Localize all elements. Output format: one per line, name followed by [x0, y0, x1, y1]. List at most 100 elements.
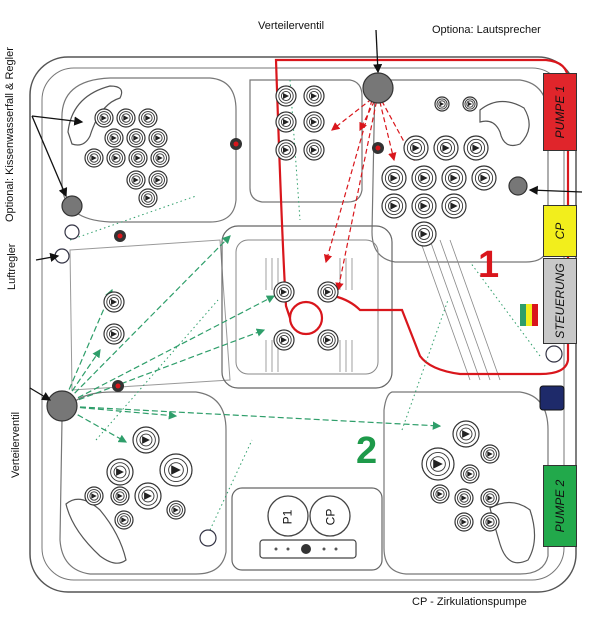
jet-icon — [441, 193, 467, 219]
jet-icon — [381, 193, 407, 219]
pumpe2-box: PUMPE 2 — [543, 465, 577, 547]
jet-icon — [471, 165, 497, 191]
jet-icon — [441, 165, 467, 191]
pillow-bottom-right — [489, 501, 536, 564]
jet-icon — [463, 135, 489, 161]
jet-icon — [94, 108, 114, 128]
tray-dots — [274, 547, 338, 551]
red-circuit-loop — [288, 300, 324, 336]
seat-outline-top-left — [61, 77, 237, 223]
seat-outline-bottom-left — [59, 391, 227, 575]
jet-icon — [106, 458, 134, 486]
jet-icon — [480, 488, 500, 508]
jet-icon — [411, 193, 437, 219]
jet-icon — [106, 148, 126, 168]
verteilerventil-left-label: Verteilerventil — [10, 411, 22, 478]
footwell-inner — [235, 239, 379, 375]
topside-control-icon — [539, 385, 565, 411]
jet-icon — [454, 512, 474, 532]
jet-icon — [84, 148, 104, 168]
jet-icon — [134, 482, 162, 510]
jet-icon — [381, 165, 407, 191]
circuit-2-number: 2 — [356, 430, 378, 472]
verteilerventil-left-valve — [46, 390, 78, 422]
jet-icon — [126, 128, 146, 148]
jet-icon — [275, 111, 297, 133]
drain-knob — [301, 544, 311, 554]
p1-label: P1 — [280, 509, 295, 525]
jet-icon — [159, 453, 193, 487]
pointer-arrows — [29, 29, 583, 401]
green-flow-arrows — [61, 235, 442, 443]
circuit-1-number: 1 — [478, 244, 500, 286]
seat-outline-top-right — [371, 79, 549, 263]
jet-icon — [303, 139, 325, 161]
equipment-tray — [259, 539, 357, 559]
jet-icon — [434, 96, 450, 112]
light-color-icon — [520, 304, 538, 326]
pillow-top-right — [479, 100, 530, 147]
jet-icon — [303, 111, 325, 133]
jet-icon — [454, 488, 474, 508]
jet-icon — [103, 323, 125, 345]
jet-icon — [411, 165, 437, 191]
jet-icon — [411, 221, 437, 247]
cp-pump-symbol — [309, 495, 351, 537]
jet-icon — [430, 484, 450, 504]
cp-label: CP — [553, 222, 567, 240]
jet-icon — [433, 135, 459, 161]
steuerung-box: STEUERUNG — [543, 258, 577, 344]
luftregler-label: Luftregler — [6, 243, 18, 290]
jet-icon — [303, 85, 325, 107]
p1-pump-symbol — [267, 495, 309, 537]
jet-icon — [273, 329, 295, 351]
jet-icon — [317, 281, 339, 303]
seat-outline-top-middle — [249, 79, 363, 203]
air-control-1 — [64, 224, 80, 240]
jet-icon — [275, 85, 297, 107]
jet-icon — [403, 135, 429, 161]
check-valves — [112, 138, 384, 392]
jet-icon — [116, 108, 136, 128]
jet-icon — [132, 426, 160, 454]
cp-box: CP — [543, 205, 577, 257]
air-control-4 — [545, 345, 563, 363]
red-circuit-line — [274, 58, 570, 376]
air-control-3 — [199, 529, 217, 547]
footwell-ribs — [265, 239, 501, 381]
jet-icon — [480, 444, 500, 464]
kissen-label: Optional: Kissenwasserfall & Regler — [4, 47, 16, 222]
verteilerventil-top-valve — [362, 72, 394, 104]
jet-icon — [480, 512, 500, 532]
seat-outline-bottom-right — [383, 391, 549, 575]
jet-icon — [126, 170, 146, 190]
jet-icon — [148, 170, 168, 190]
jet-icon — [150, 148, 170, 168]
jet-icon — [275, 139, 297, 161]
jet-icon — [148, 128, 168, 148]
jet-icon — [166, 500, 186, 520]
equipment-bay — [231, 487, 383, 571]
jet-icon — [460, 464, 480, 484]
cp-equipment-label: CP — [323, 508, 338, 526]
kissen-regler-valve — [61, 195, 83, 217]
jet-icon — [462, 96, 478, 112]
seat-outline-left-middle — [69, 239, 231, 391]
jet-icon — [103, 291, 125, 313]
jet-icon — [114, 510, 134, 530]
jet-icon — [110, 486, 130, 506]
jet-icon — [104, 128, 124, 148]
pumpe1-box: PUMPE 1 — [543, 73, 577, 151]
jet-icon — [84, 486, 104, 506]
jet-icon — [317, 329, 339, 351]
pumpe1-label: PUMPE 1 — [553, 85, 567, 139]
jet-icon — [421, 447, 455, 481]
steuerung-label: STEUERUNG — [553, 263, 567, 339]
jet-icon — [273, 281, 295, 303]
right-regler-valve — [508, 176, 528, 196]
jet-icon — [138, 108, 158, 128]
verteilerventil-top-label: Verteilerventil — [258, 20, 325, 32]
footwell-outer — [221, 225, 393, 389]
